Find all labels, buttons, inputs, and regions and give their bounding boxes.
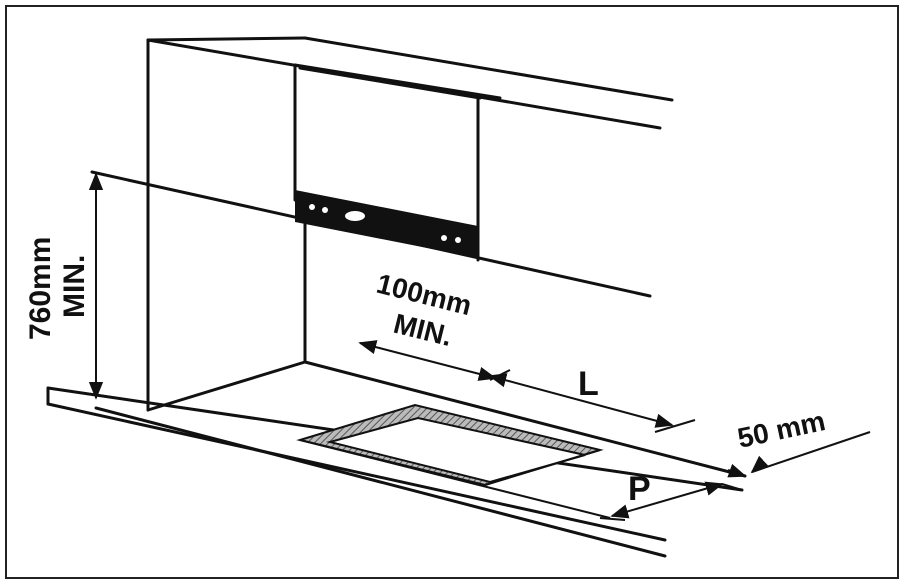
length-label: L [578,365,599,403]
bracket-hole-icon [455,237,461,243]
height-min-suffix: MIN. [58,255,91,318]
edge-gap-label: 50 mm [735,405,828,454]
edge-gap-dimension [721,431,871,491]
bracket-slot-icon [345,211,365,221]
height-min-label: 760mm [24,237,57,340]
bracket-hole-icon [309,204,315,210]
length-dimension [488,373,696,433]
bracket-hole-icon [322,207,328,213]
depth-dimension [599,481,724,521]
hood-bracket [295,190,478,258]
hob-cutout [296,403,611,519]
bracket-hole-icon [441,235,447,241]
side-gap-label: 100mm [374,268,475,321]
diagram-frame [5,5,899,579]
depth-label: P [628,470,651,508]
